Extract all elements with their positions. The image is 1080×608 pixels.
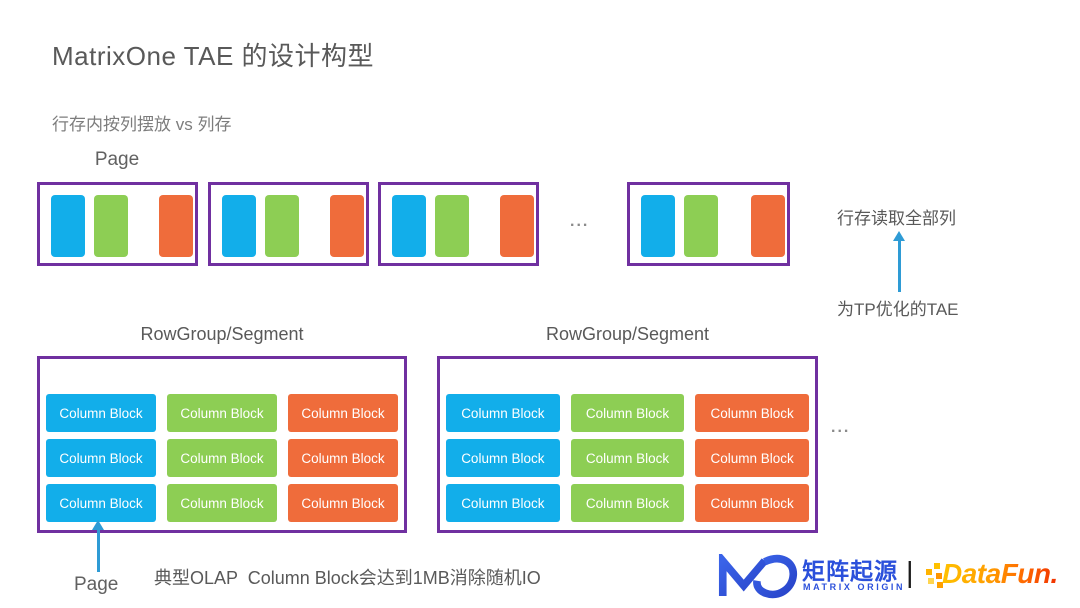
segment-box-right: Column Block Column Block Column Block C… xyxy=(437,356,818,533)
column-bar-blue xyxy=(392,195,426,257)
column-block-orange: Column Block xyxy=(288,484,398,522)
segment-row: Column Block Column Block Column Block xyxy=(446,484,810,522)
column-block-blue: Column Block xyxy=(446,484,560,522)
column-bar-green xyxy=(435,195,469,257)
segment-row: Column Block Column Block Column Block xyxy=(46,484,398,522)
column-block-blue: Column Block xyxy=(46,394,156,432)
column-block-green: Column Block xyxy=(570,484,685,522)
column-bar-green xyxy=(265,195,299,257)
column-block-orange: Column Block xyxy=(695,484,810,522)
column-bar-green xyxy=(94,195,128,257)
arrow-head xyxy=(893,231,905,241)
datafun-logo: DataFun. xyxy=(926,556,1076,600)
datafun-dots-icon xyxy=(926,569,932,575)
column-bar-orange xyxy=(500,195,534,257)
column-block-orange: Column Block xyxy=(288,394,398,432)
segment-label-left: RowGroup/Segment xyxy=(140,324,304,344)
column-bar-orange xyxy=(159,195,193,257)
page-box-4 xyxy=(627,182,790,266)
column-bar-blue xyxy=(222,195,256,257)
segment-box-left: Column Block Column Block Column Block C… xyxy=(37,356,407,533)
annotation-read-all-columns: 行存读取全部列 xyxy=(837,209,956,228)
matrix-origin-logo-icon xyxy=(718,554,798,599)
column-block-blue: Column Block xyxy=(46,484,156,522)
column-block-orange: Column Block xyxy=(695,439,810,477)
logo-separator: | xyxy=(906,557,914,589)
datafun-logo-text: DataFun. xyxy=(942,558,1058,589)
page-title: MatrixOne TAE 的设计构型 xyxy=(52,41,375,71)
segment-row: Column Block Column Block Column Block xyxy=(46,439,398,477)
column-bar-green xyxy=(684,195,718,257)
page-label-top: Page xyxy=(94,149,140,170)
page-box-3 xyxy=(378,182,539,266)
column-block-orange: Column Block xyxy=(695,394,810,432)
column-block-blue: Column Block xyxy=(46,439,156,477)
matrix-origin-name-en: MATRIX ORIGIN xyxy=(803,582,906,592)
page-box-2 xyxy=(208,182,369,266)
segments-ellipsis: ... xyxy=(831,419,851,436)
column-bar-orange xyxy=(751,195,785,257)
arrow-line xyxy=(97,529,100,572)
column-block-blue: Column Block xyxy=(446,394,560,432)
segment-row: Column Block Column Block Column Block xyxy=(446,439,810,477)
column-block-green: Column Block xyxy=(167,484,277,522)
bottom-note: 典型OLAP Column Block会达到1MB消除随机IO xyxy=(154,568,541,588)
segment-label-right: RowGroup/Segment xyxy=(545,324,710,344)
column-bar-blue xyxy=(51,195,85,257)
column-block-green: Column Block xyxy=(570,394,685,432)
subtitle: 行存内按列摆放 vs 列存 xyxy=(52,115,232,134)
arrow-head xyxy=(92,520,104,530)
page-box-1 xyxy=(37,182,198,266)
annotation-tp-optimized: 为TP优化的TAE xyxy=(837,300,959,319)
column-block-blue: Column Block xyxy=(446,439,560,477)
pages-ellipsis: ... xyxy=(570,213,590,230)
column-bar-blue xyxy=(641,195,675,257)
column-block-green: Column Block xyxy=(167,394,277,432)
segment-row: Column Block Column Block Column Block xyxy=(46,394,398,432)
column-block-green: Column Block xyxy=(570,439,685,477)
column-block-green: Column Block xyxy=(167,439,277,477)
matrix-origin-name-cn: 矩阵起源 xyxy=(802,558,898,584)
column-block-orange: Column Block xyxy=(288,439,398,477)
segment-row: Column Block Column Block Column Block xyxy=(446,394,810,432)
up-arrow-icon xyxy=(893,231,906,292)
arrow-line xyxy=(898,240,901,292)
page-label-bottom: Page xyxy=(74,574,119,595)
column-bar-orange xyxy=(330,195,364,257)
up-arrow-icon xyxy=(92,520,105,572)
